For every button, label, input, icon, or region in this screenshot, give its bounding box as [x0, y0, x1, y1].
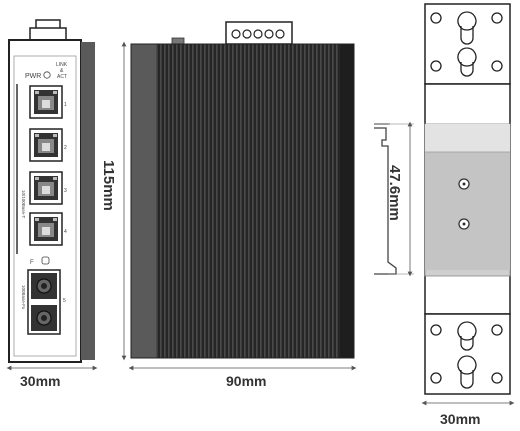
height-label: 115mm — [100, 160, 117, 211]
side-view: 115mm 90mm — [100, 21, 357, 389]
link-label: LINK — [56, 62, 68, 68]
front-view: PWR LINK & ACT 10/100Base-T 1 2 — [6, 19, 98, 389]
side-gray-panel — [131, 44, 156, 358]
front-side-strip — [81, 42, 95, 360]
rj45-port-3 — [29, 171, 63, 205]
terminal-block — [225, 21, 293, 45]
rj45-port-1 — [29, 85, 63, 119]
heatsink-fins — [156, 44, 351, 358]
fiber-port-number: 5 — [63, 298, 66, 304]
bottom-mounting-plate — [424, 313, 511, 395]
port-number-3: 3 — [64, 188, 67, 194]
rj45-port-4 — [29, 212, 63, 246]
pwr-led — [43, 71, 51, 79]
fiber-port — [27, 269, 61, 335]
ground-screw — [171, 37, 185, 45]
front-width-label: 30mm — [20, 373, 60, 389]
pwr-label: PWR — [25, 73, 41, 80]
din-rail-profile: 47.6mm — [374, 121, 414, 277]
port-number-4: 4 — [64, 229, 67, 235]
rj45-vertical-label: 10/100Base-T — [21, 190, 26, 219]
amp-label: & — [60, 68, 64, 74]
top-mounting-plate — [424, 3, 511, 85]
rj45-port-2 — [29, 128, 63, 162]
back-view: 30mm — [421, 3, 515, 427]
act-label: ACT — [57, 74, 67, 80]
fiber-led — [41, 256, 50, 265]
fiber-led-label: F — [30, 260, 34, 266]
back-width-label: 30mm — [440, 411, 480, 427]
side-width-label: 90mm — [226, 373, 266, 389]
port-number-1: 1 — [64, 102, 67, 108]
fiber-vertical-label: 100Base-Fx — [21, 285, 26, 310]
port-number-2: 2 — [64, 145, 67, 151]
din-rail-label: 47.6mm — [386, 165, 403, 221]
